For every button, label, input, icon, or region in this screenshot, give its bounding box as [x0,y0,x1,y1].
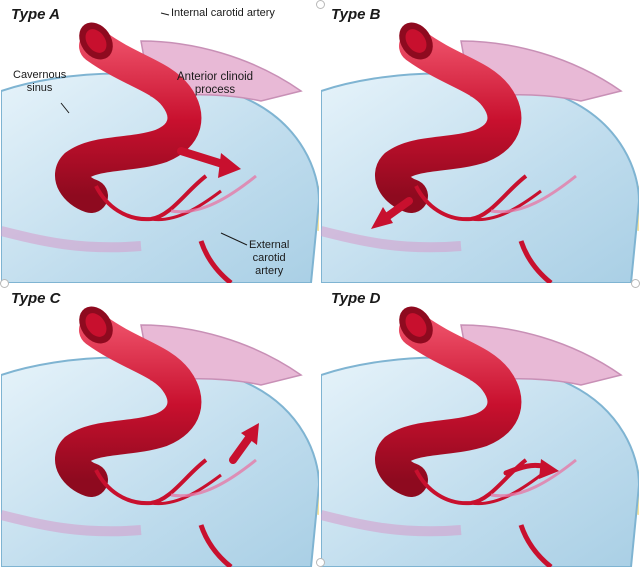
corner-handle [0,279,9,288]
corner-handle [316,558,325,567]
anterior-clinoid-label: Anterior clinoid process [177,71,253,97]
anterior-clinoid-label-line1: Anterior clinoid [177,71,253,84]
anterior-clinoid-label-line2: process [177,84,253,97]
cavernous-sinus-label-line1: Cavernous [13,69,66,82]
panel-title: Type A [11,6,60,23]
external-carotid-label-line2: carotid [249,252,289,265]
panel-c-illustration [1,285,319,567]
external-carotid-label: External carotid artery [249,239,289,278]
panel-type-b: Type B [321,1,639,283]
external-carotid-label-line1: External [249,239,289,252]
corner-handle [316,0,325,9]
panel-title: Type B [331,6,380,23]
panel-title: Type D [331,290,380,307]
corner-handle [631,279,640,288]
cavernous-sinus-label: Cavernous sinus [13,69,66,95]
internal-carotid-label: Internal carotid artery [171,7,275,20]
cavernous-sinus-label-line2: sinus [13,82,66,95]
panel-b-illustration [321,1,639,283]
panel-type-d: Type D [321,285,639,567]
panel-title: Type C [11,290,60,307]
external-carotid-label-line3: artery [249,265,289,278]
panel-type-a: Type A Internal carotid artery Cavernous… [1,1,319,283]
panel-type-c: Type C [1,285,319,567]
panel-d-illustration [321,285,639,567]
